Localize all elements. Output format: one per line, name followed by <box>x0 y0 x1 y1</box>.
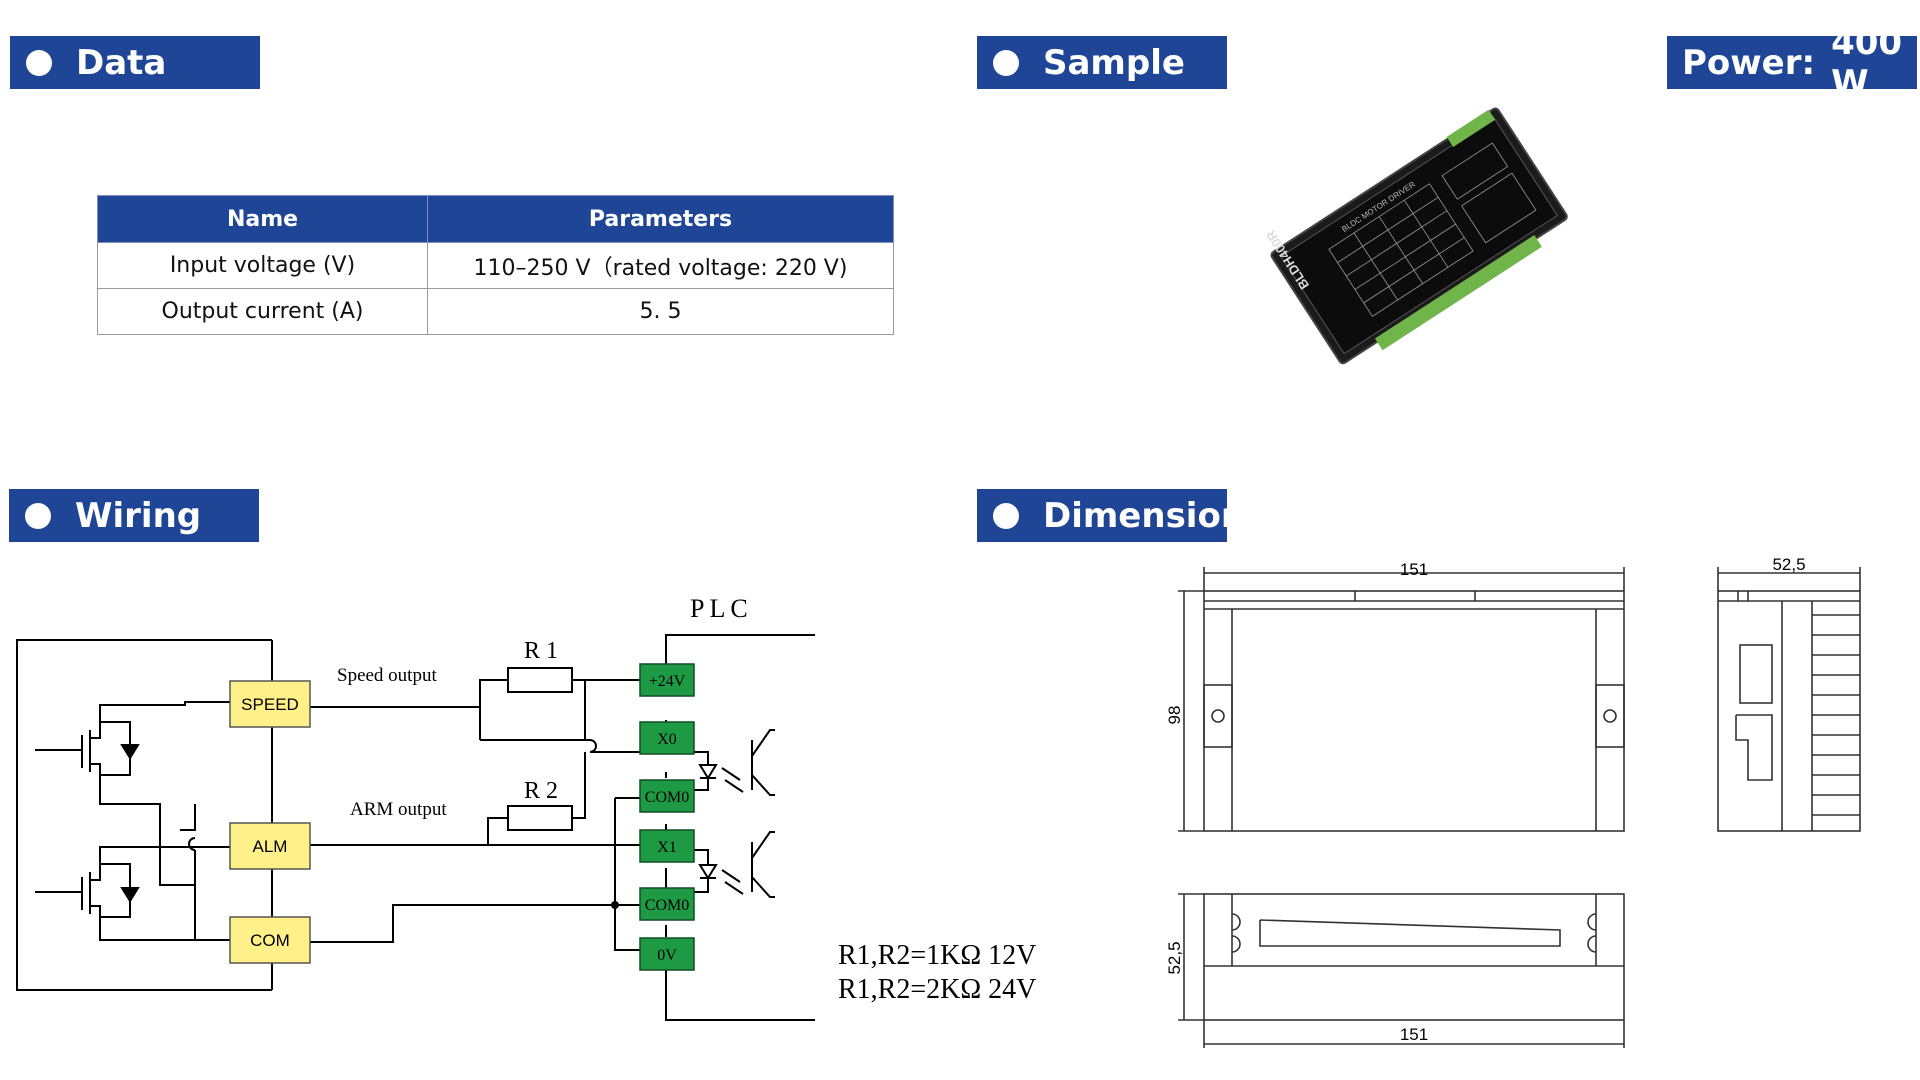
resistor-r2 <box>507 805 573 831</box>
bullet-icon <box>993 502 1019 529</box>
resistor-note-24v: R1,R2=2KΩ 24V <box>838 974 1036 1005</box>
terminal-block <box>1374 235 1542 351</box>
terminal-label: COM0 <box>645 789 689 806</box>
section-header-sample: Sample <box>977 36 1227 89</box>
front-width-label: 151 <box>1400 560 1428 579</box>
table-cell-value: 5. 5 <box>427 288 894 335</box>
r1-label: R 1 <box>524 638 558 664</box>
section-header-wiring: Wiring <box>9 489 259 542</box>
bottom-height-label: 52,5 <box>1165 941 1184 974</box>
plc-terminal-com0: COM0 <box>639 779 695 813</box>
terminal-label: X0 <box>657 731 677 748</box>
table-cell-value: 110–250 V（rated voltage: 220 V) <box>427 242 894 289</box>
section-title: Data <box>76 42 167 83</box>
column-header-name: Name <box>97 195 428 243</box>
power-value: 400 W <box>1831 22 1903 103</box>
front-height-label: 98 <box>1165 706 1184 725</box>
bottom-width-label: 151 <box>1400 1025 1428 1044</box>
speed-output-label: Speed output <box>337 665 437 686</box>
r2-label: R 2 <box>524 778 558 804</box>
plc-terminal-x0: X0 <box>639 721 695 755</box>
plc-label: PLC <box>690 594 753 623</box>
dimension-drawing-bottom: 52,5 151 <box>1165 893 1625 1048</box>
table-cell-name: Output current (A) <box>97 288 428 335</box>
bullet-icon <box>993 49 1019 76</box>
resistor-r1 <box>507 667 573 693</box>
table-row: Output current (A) 5. 5 <box>97 288 894 335</box>
terminal-label: 0V <box>657 947 677 964</box>
section-title: Wiring <box>75 495 202 536</box>
terminal-label: COM <box>250 931 290 950</box>
bullet-icon <box>25 502 51 529</box>
section-title: Dimension <box>1043 495 1246 536</box>
bullet-icon <box>26 49 52 76</box>
terminal-label: +24V <box>649 673 686 690</box>
plc-terminal-x1: X1 <box>639 829 695 863</box>
section-title: Sample <box>1043 42 1185 83</box>
terminal-label: ALM <box>253 837 288 856</box>
side-width-label: 52,5 <box>1772 555 1805 574</box>
resistor-note-12v: R1,R2=1KΩ 12V <box>838 940 1036 971</box>
plc-terminal-24v: +24V <box>639 663 695 697</box>
terminal-label: SPEED <box>241 695 299 714</box>
terminal-block <box>1446 109 1496 147</box>
parameter-table: Name Parameters Input voltage (V) 110–25… <box>97 195 894 335</box>
table-cell-name: Input voltage (V) <box>97 242 428 289</box>
terminal-label: COM0 <box>645 897 689 914</box>
product-image: BLDH400R BLDC MOTOR DRIVER <box>1263 107 1568 365</box>
power-badge: Power: 400 W <box>1667 23 1917 103</box>
table-row: Input voltage (V) 110–250 V（rated voltag… <box>97 242 894 289</box>
table-header-row: Name Parameters <box>97 195 894 243</box>
driver-terminal-alm: ALM <box>229 822 311 870</box>
driver-terminal-speed: SPEED <box>229 680 311 728</box>
dimension-drawing-side: 52,5 <box>1717 555 1861 832</box>
driver-terminal-com: COM <box>229 916 311 964</box>
plc-terminal-0v: 0V <box>639 937 695 971</box>
section-header-data: Data <box>10 36 260 89</box>
arm-output-label: ARM output <box>350 799 447 820</box>
dimension-drawing-front: 151 98 <box>1165 560 1625 832</box>
power-label: Power: <box>1681 42 1816 83</box>
section-header-dimension: Dimension <box>977 489 1245 542</box>
terminal-label: X1 <box>657 839 677 856</box>
wiring-diagram: SPEED ALM COM +24V X0 COM0 X1 COM0 0V PL… <box>16 594 1036 1021</box>
column-header-parameters: Parameters <box>427 195 894 243</box>
plc-terminal-com0: COM0 <box>639 887 695 921</box>
